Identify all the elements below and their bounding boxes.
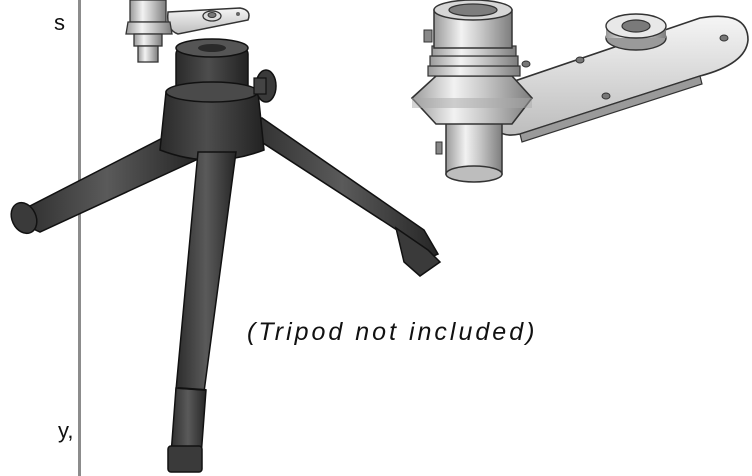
connector-mounting-plate bbox=[489, 13, 749, 143]
tripod-hub bbox=[159, 38, 277, 161]
text-fragment-top: s bbox=[54, 10, 65, 35]
tripod-leg-right bbox=[244, 117, 442, 277]
left-text-column: s y, bbox=[0, 0, 80, 476]
bnc-connector-large bbox=[410, 0, 534, 183]
text-fragment-bottom: y, bbox=[58, 418, 74, 443]
tripod-leg-front bbox=[167, 151, 237, 473]
column-divider bbox=[78, 0, 81, 476]
figure-caption: (Tripod not included) bbox=[247, 318, 538, 346]
mounted-connector-small bbox=[125, 0, 250, 63]
tripod-leg-left bbox=[10, 126, 197, 235]
